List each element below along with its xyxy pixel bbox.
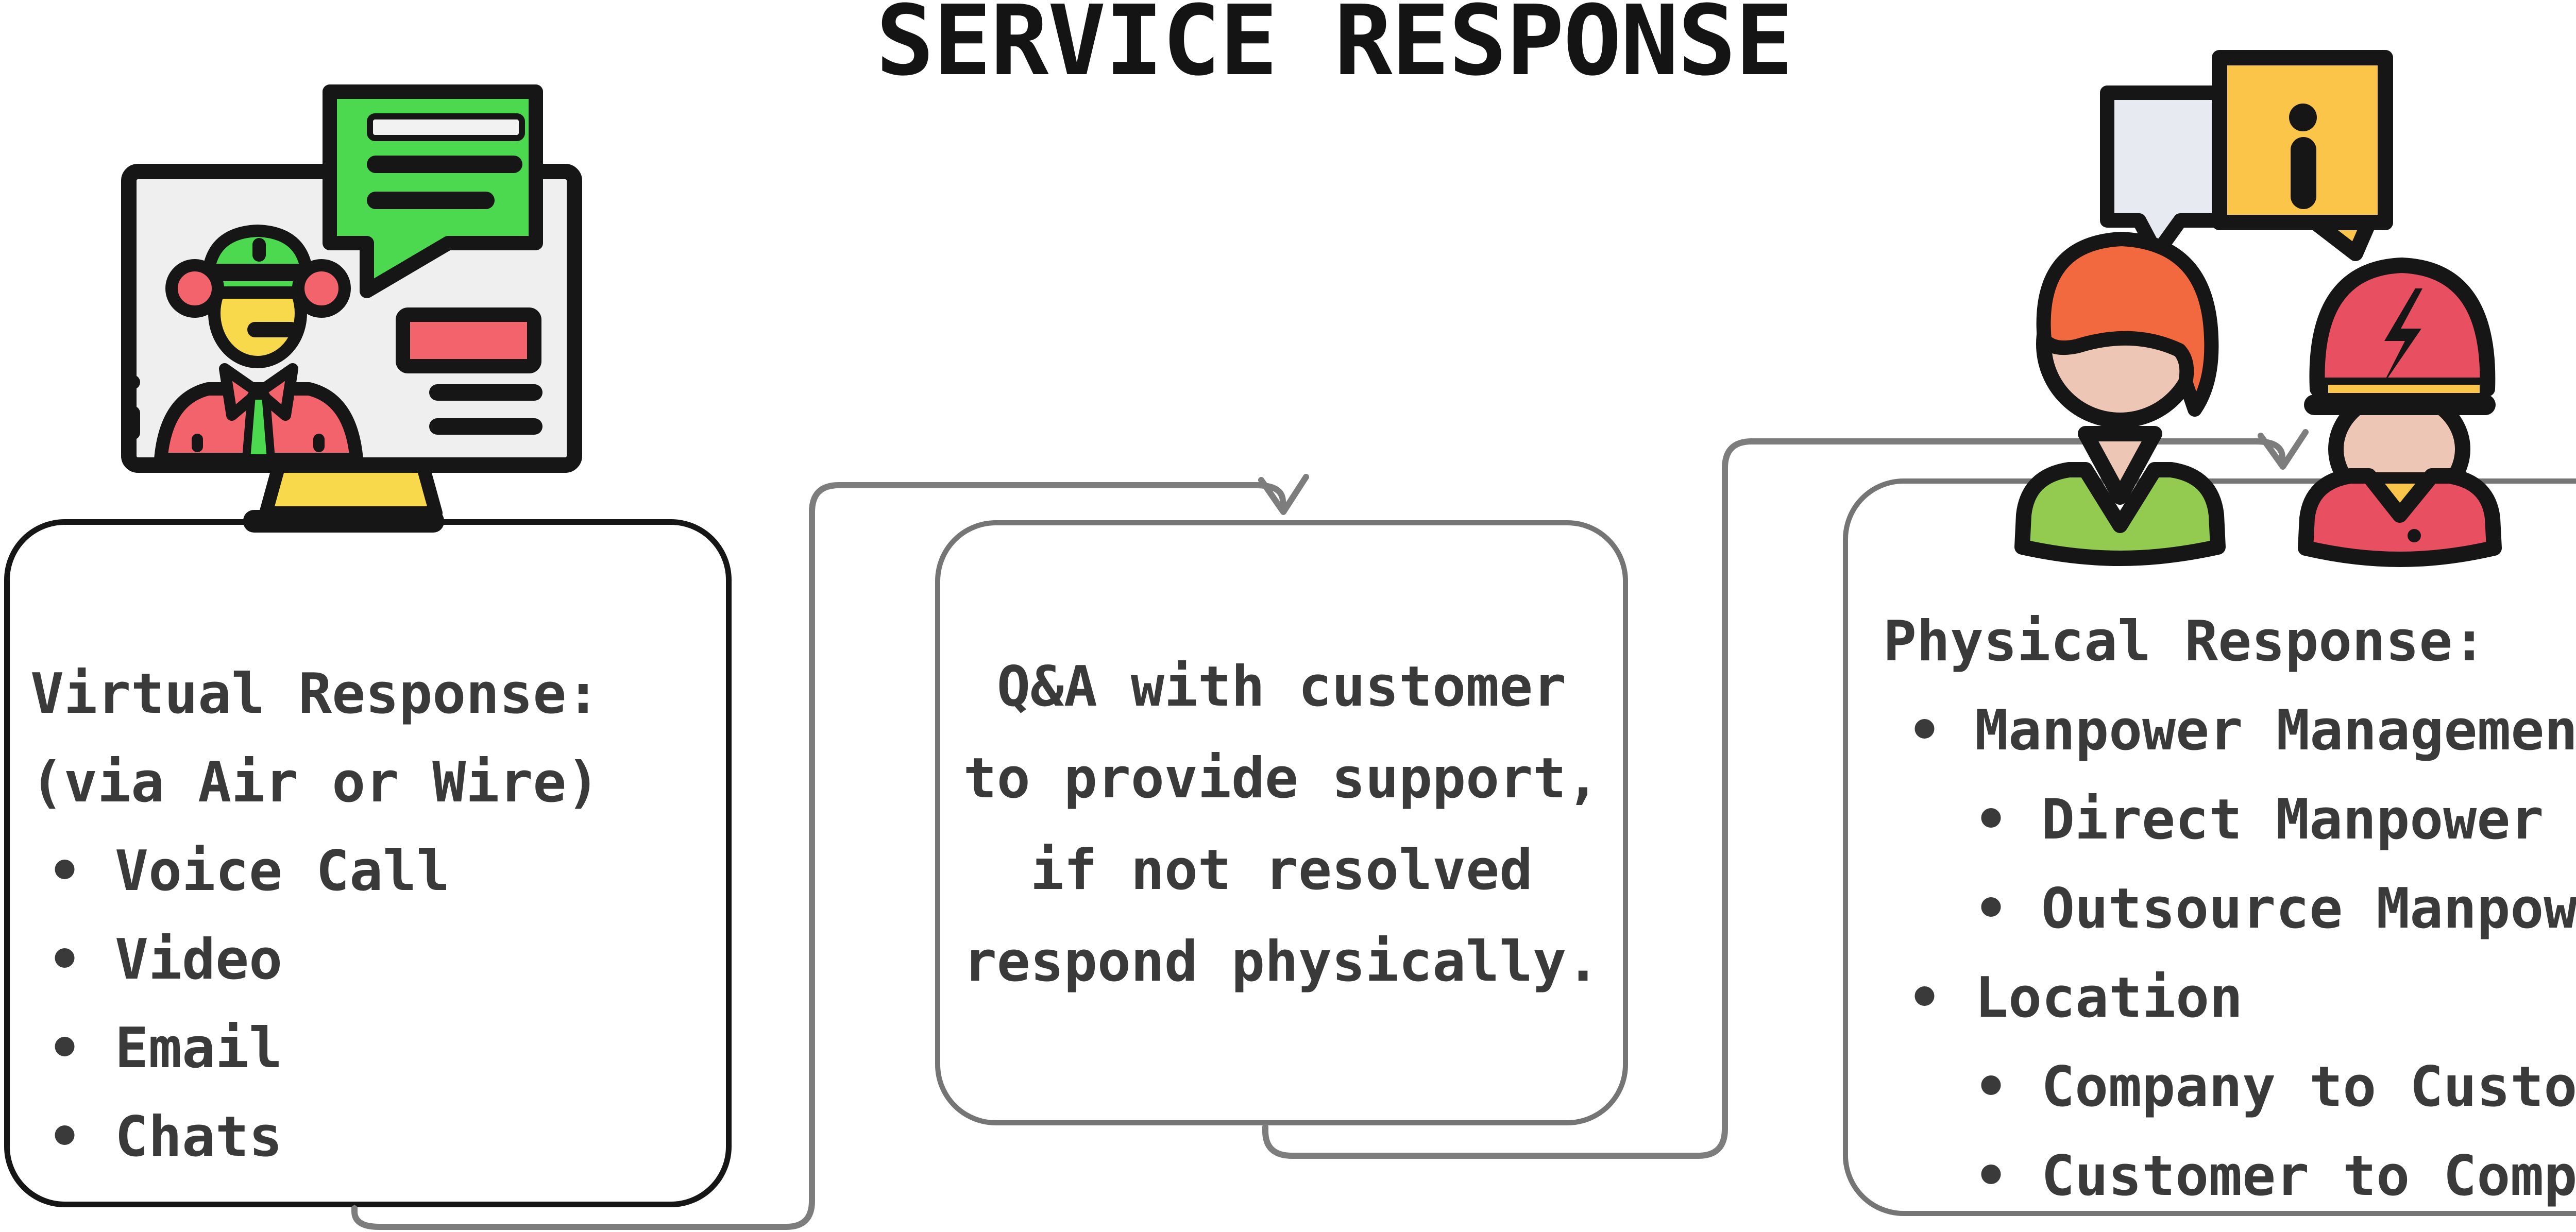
virtual-response-item: • Voice Call: [48, 839, 450, 903]
qa-support-text: respond physically.: [963, 930, 1600, 994]
virtual-response-item: • Video: [48, 928, 283, 992]
info-speech-bubble-icon: [2212, 50, 2393, 261]
monitor-stand: [259, 447, 443, 520]
reply-speech-bubble-icon: [2100, 85, 2227, 261]
monitor-screen: [121, 164, 582, 473]
headset-earcup-right: [292, 259, 351, 318]
agent-tie: [242, 391, 275, 463]
screen-red-panel: [396, 307, 541, 373]
virtual-response-subheading: (via Air or Wire): [30, 750, 600, 815]
info-i-dot: [2289, 104, 2317, 131]
qa-support-text: to provide support,: [963, 746, 1600, 811]
physical-response-box: Physical Response: • Manpower Management…: [1843, 478, 2576, 1216]
physical-response-subitem: • Company to Customer: [1974, 1055, 2576, 1119]
cap-brim: [2304, 395, 2496, 415]
virtual-response-item: • Email: [48, 1016, 283, 1081]
customer-hair: [2036, 232, 2219, 417]
screen-tick-dot: [126, 375, 140, 389]
virtual-response-box: Virtual Response: (via Air or Wire) • Vo…: [4, 519, 732, 1207]
agent-collar-right: [253, 363, 298, 421]
info-i-bar: [2291, 137, 2316, 209]
hair-part: [252, 238, 266, 262]
lightning-bolt-icon: [2381, 288, 2422, 387]
technician-cap: [2309, 258, 2496, 397]
sleeve-mark-left: [192, 434, 203, 452]
sleeve-mark-right: [313, 434, 325, 452]
chat-message-bubble-icon: [323, 84, 543, 298]
qa-support-text: Q&A with customer: [996, 655, 1567, 719]
agent-face: [208, 258, 307, 368]
physical-response-subitem: • Direct Manpower: [1974, 788, 2544, 852]
screen-text-bar-2: [429, 418, 543, 435]
physical-response-item: • Manpower Management: [1908, 698, 2576, 763]
bubble-text-bar-1: [367, 156, 522, 173]
virtual-response-heading: Virtual Response:: [30, 662, 600, 726]
video-call-agent-monitor-icon: [121, 84, 582, 533]
arrowhead-icon: [2258, 429, 2309, 470]
bubble-highlight-bar: [367, 113, 525, 141]
customer-head: [2036, 260, 2204, 428]
virtual-response-item: • Chats: [48, 1105, 283, 1169]
agent-shirt: [154, 382, 363, 466]
screen-tick-dash: [126, 406, 140, 440]
screen-text-bar-1: [429, 384, 543, 401]
headset-band: [202, 264, 314, 281]
agent-collar-left: [219, 363, 264, 421]
physical-response-subitem: • Customer to Company: [1974, 1144, 2576, 1208]
physical-response-heading: Physical Response:: [1883, 609, 2486, 674]
agent-hair: [201, 225, 314, 299]
qa-support-box: Q&A with customer to provide support, if…: [935, 520, 1628, 1125]
headset-earcup-left: [165, 259, 224, 318]
qa-support-text: if not resolved: [1030, 838, 1533, 902]
arrowhead-icon: [1258, 474, 1309, 515]
bubble-text-bar-2: [367, 192, 495, 209]
physical-response-item: • Location: [1908, 966, 2243, 1030]
cap-brim-yellow: [2321, 378, 2487, 400]
physical-response-subitem: • Outsource Manpower: [1974, 877, 2576, 941]
headset-mic: [247, 322, 299, 337]
page-title: SERVICE RESPONSE: [876, 0, 1793, 97]
